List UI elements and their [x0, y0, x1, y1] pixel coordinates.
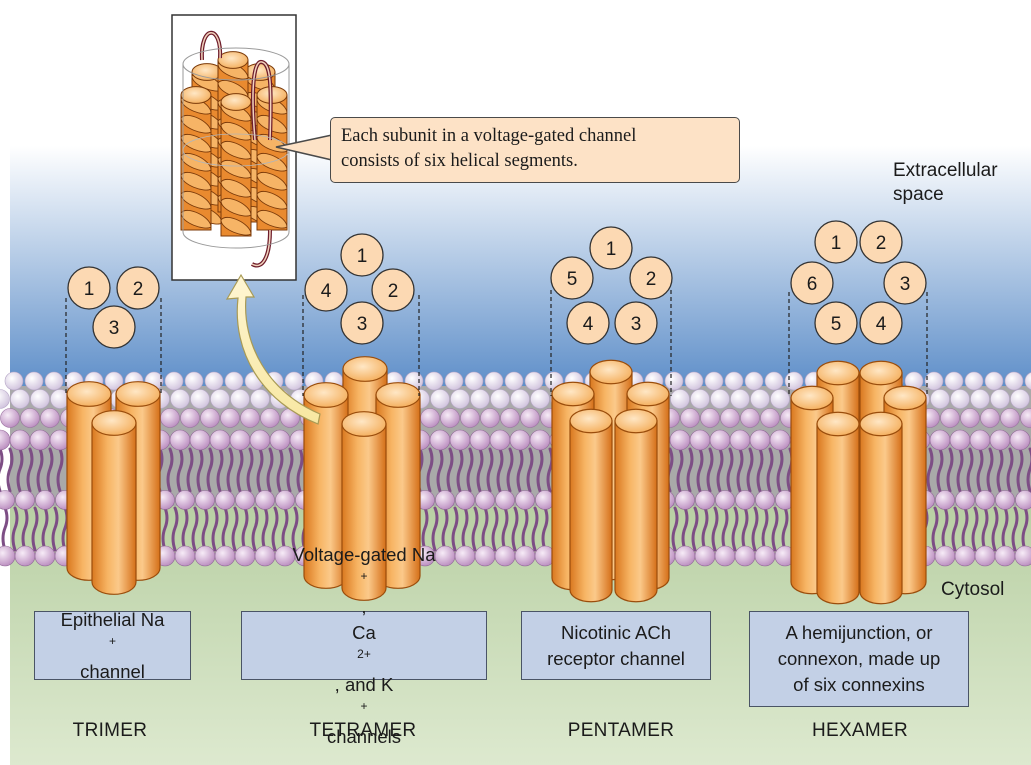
svg-text:3: 3 — [900, 274, 911, 295]
tetramer-circle-1: 1 — [340, 233, 384, 277]
svg-text:5: 5 — [831, 314, 842, 335]
tetramer-subunit-3 — [341, 411, 387, 601]
hexamer-circle-2: 2 — [859, 220, 903, 264]
callout-note: Each subunit in a voltage-gated channel … — [330, 117, 740, 183]
pentamer-subunit-4 — [569, 408, 613, 603]
svg-text:3: 3 — [357, 314, 368, 335]
tetramer-circle-2: 2 — [371, 268, 415, 312]
extracellular-label: Extracellular space — [893, 160, 998, 205]
svg-text:1: 1 — [606, 239, 617, 260]
projection-lines — [65, 290, 928, 396]
tetramer-subunit-4 — [303, 382, 349, 589]
pentamer-label: PENTAMER — [567, 720, 675, 741]
tetramer-circle-3: 3 — [340, 301, 384, 345]
pentamer-circle-5: 5 — [550, 256, 594, 300]
hexamer-label: HEXAMER — [811, 720, 909, 741]
trimer-circle-2: 2 — [116, 266, 160, 310]
svg-text:6: 6 — [807, 274, 818, 295]
hexamer-circle-6: 6 — [790, 261, 834, 305]
arrow-icon — [225, 273, 321, 425]
pentamer-circle-1: 1 — [589, 226, 633, 270]
helix-5 — [220, 93, 252, 237]
trimer-subunit-3 — [91, 410, 137, 595]
svg-text:1: 1 — [831, 233, 842, 254]
helix-bundle-inset — [180, 30, 290, 268]
helix-4 — [180, 86, 212, 231]
svg-text:4: 4 — [876, 314, 887, 335]
svg-text:1: 1 — [357, 246, 368, 267]
trimer-circle-3: 3 — [92, 305, 136, 349]
svg-text:2: 2 — [876, 233, 887, 254]
hexamer-circle-3: 3 — [883, 261, 927, 305]
pentamer-subunit-3 — [614, 408, 658, 603]
hexamer-circle-5: 5 — [814, 301, 858, 345]
svg-text:1: 1 — [84, 279, 95, 300]
trimer-label: TRIMER — [72, 720, 148, 741]
hexamer-circle-4: 4 — [859, 301, 903, 345]
pentamer-circle-4: 4 — [566, 301, 610, 345]
callout-line-1: Each subunit in a voltage-gated channel — [341, 126, 637, 146]
trimer-circle-1: 1 — [67, 266, 111, 310]
svg-text:2: 2 — [388, 281, 399, 302]
tetramer-label: TETRAMER — [309, 720, 417, 741]
trimer-label-box: Epithelial Na+ channel — [34, 609, 191, 682]
svg-text:5: 5 — [567, 269, 578, 290]
svg-text:4: 4 — [583, 314, 594, 335]
hexamer-label-box: A hemijunction, or connexon, made up of … — [749, 611, 969, 707]
svg-text:3: 3 — [109, 318, 120, 339]
svg-text:2: 2 — [646, 269, 657, 290]
hexamer-subunit-4 — [859, 411, 903, 605]
svg-text:2: 2 — [133, 279, 144, 300]
callout-line-2: consists of six helical segments. — [341, 151, 578, 171]
pentamer-label-box: Nicotinic ACh receptor channel — [521, 611, 711, 680]
pentamer-circle-3: 3 — [614, 301, 658, 345]
svg-text:3: 3 — [631, 314, 642, 335]
tetramer-circle-4: 4 — [304, 268, 348, 312]
hexamer-subunit-5 — [816, 411, 860, 605]
cytosol-label: Cytosol — [941, 579, 1005, 600]
inset-panel — [171, 14, 297, 281]
pentamer-circle-2: 2 — [629, 256, 673, 300]
svg-text:4: 4 — [321, 281, 332, 302]
hexamer-circle-1: 1 — [814, 220, 858, 264]
